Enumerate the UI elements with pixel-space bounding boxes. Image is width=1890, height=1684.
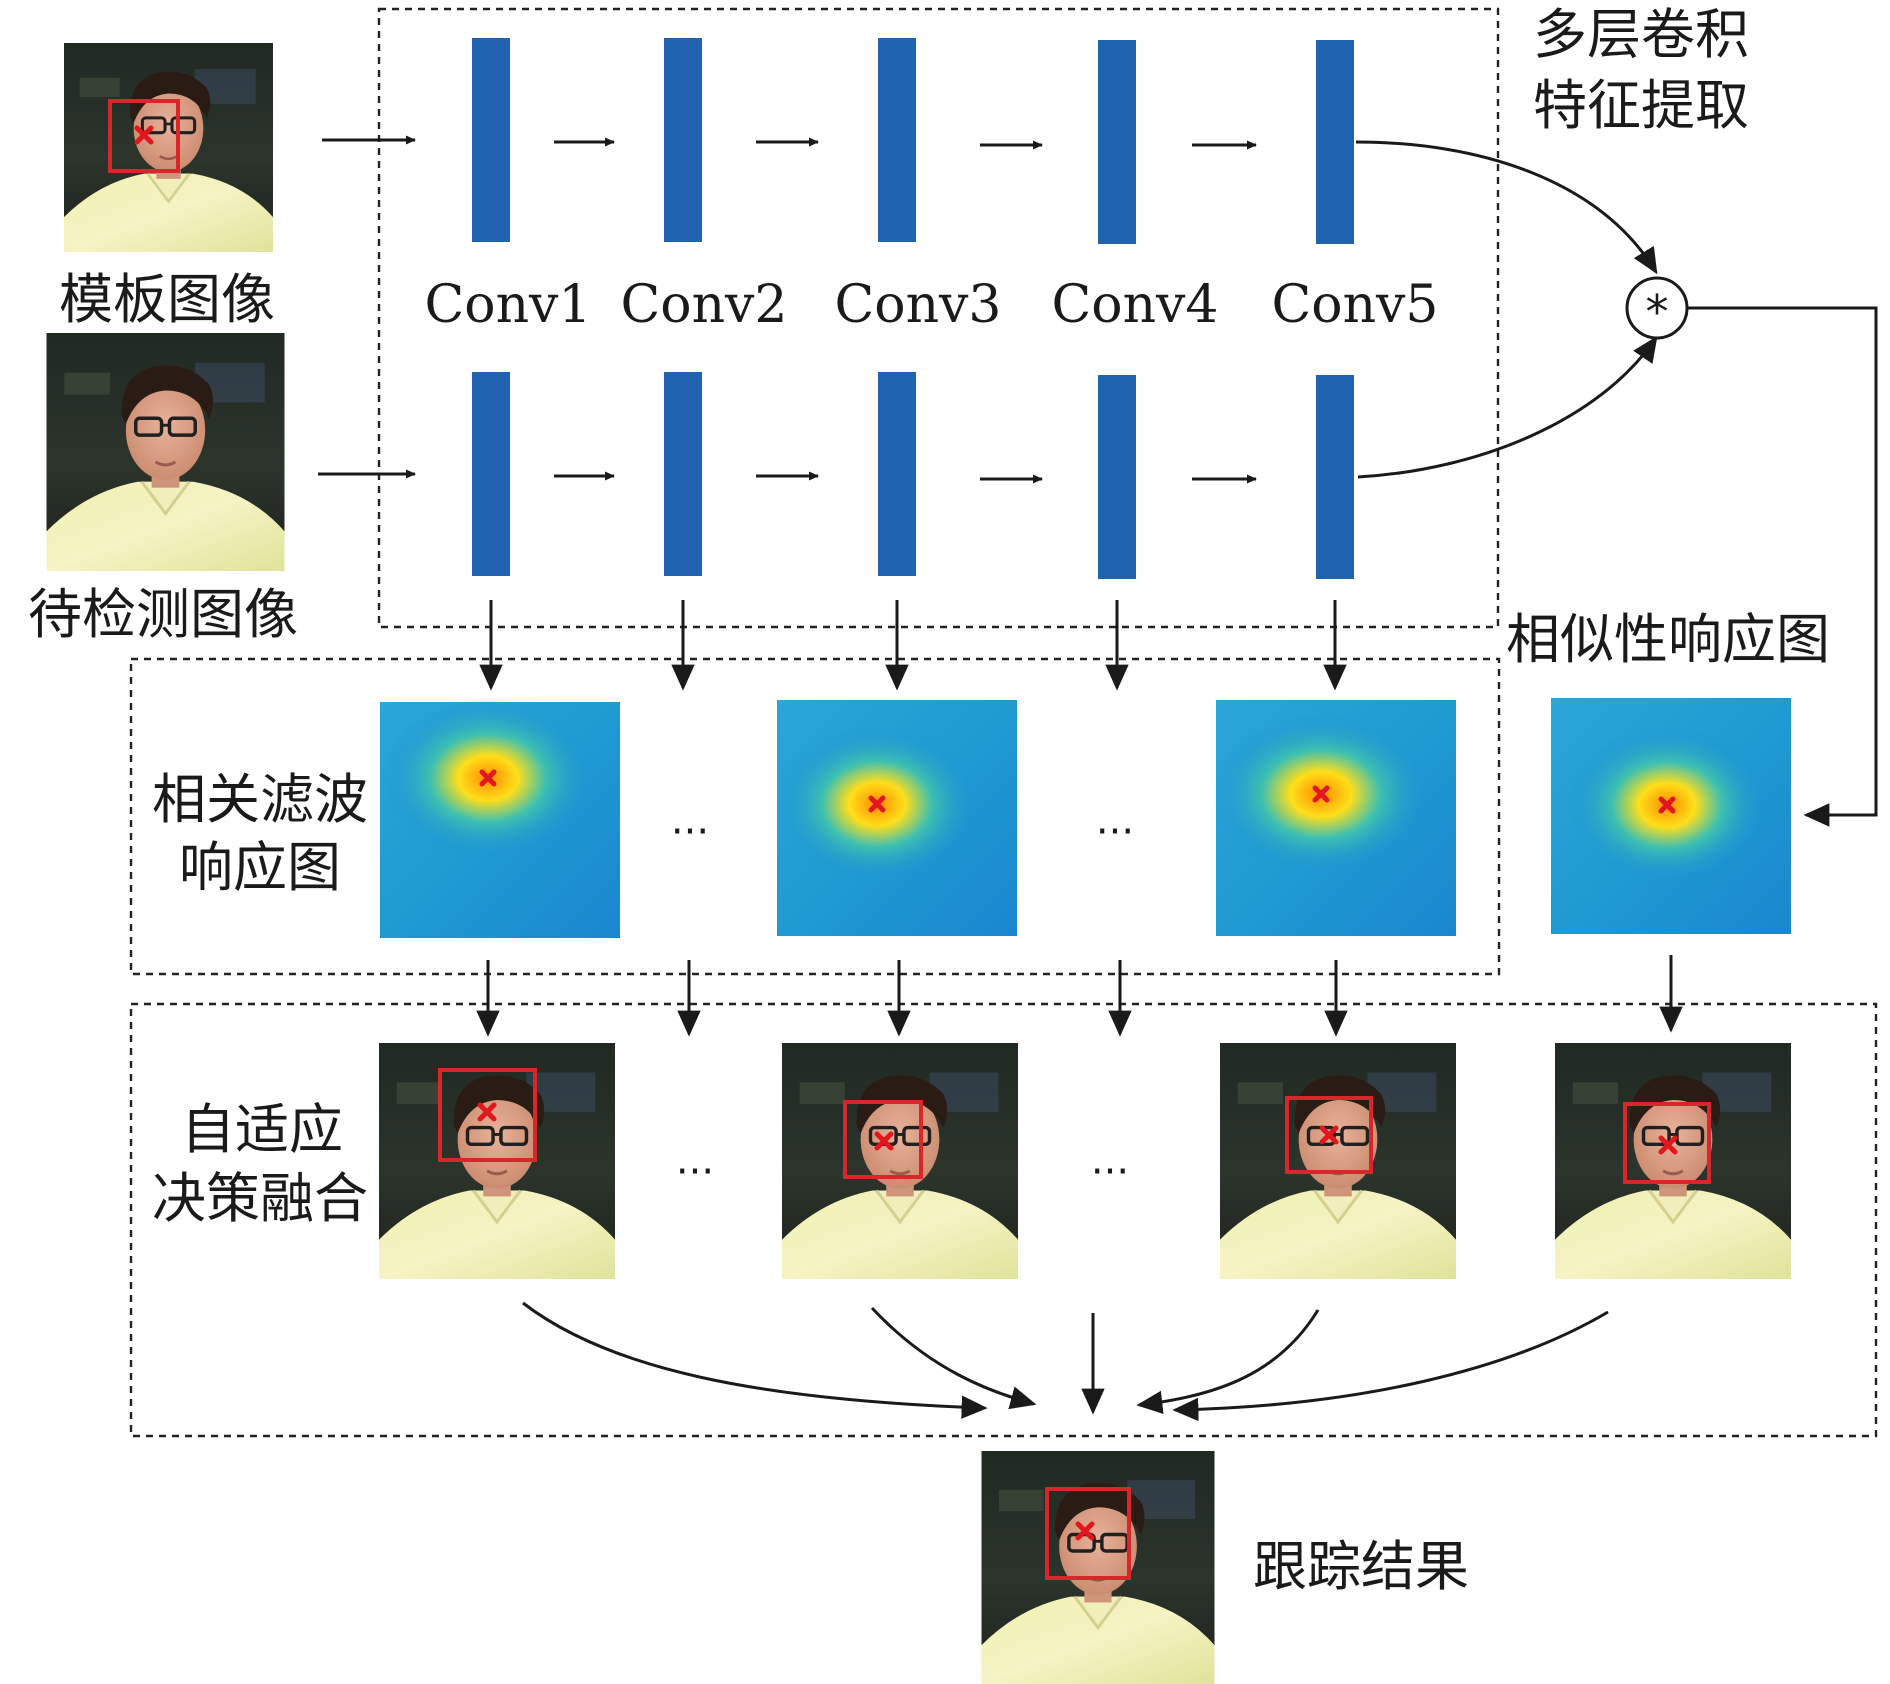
cf-peak-mark-1 (479, 769, 497, 787)
template-target-mark (134, 125, 154, 145)
conv1-label: Conv1 (424, 275, 591, 335)
result-bounding-box (1045, 1487, 1131, 1580)
fusion-label-line2: 决策融合 (152, 1167, 368, 1230)
conv4-bar-search (1098, 375, 1136, 579)
feature-extraction-label-line2: 特征提取 (1533, 74, 1749, 137)
conv1-bar-template (472, 38, 510, 242)
fusion-image-2 (780, 1043, 1020, 1279)
cf-response-map-3 (1213, 700, 1456, 936)
feature-extraction-label-line1: 多层卷积 (1533, 3, 1749, 66)
fusion-ellipsis-1: ··· (676, 1149, 714, 1195)
fusion-ellipsis-2: ··· (1091, 1149, 1129, 1195)
cf-response-label-line2: 响应图 (179, 836, 341, 899)
cf-peak-mark-2 (868, 795, 886, 813)
cf-response-label-line1: 相关滤波 (152, 768, 368, 831)
tracking-result-label: 跟踪结果 (1253, 1535, 1469, 1598)
fusion-bounding-box-4 (1623, 1102, 1711, 1184)
response-ellipsis-2: ··· (1096, 809, 1134, 855)
result-target-mark (1075, 1521, 1095, 1541)
cf-response-map-1 (380, 698, 620, 938)
correlation-to-similarity-arrow (1687, 306, 1878, 827)
conv5-bar-search (1316, 375, 1354, 579)
template-bounding-box (108, 99, 180, 173)
conv2-bar-search (664, 372, 702, 576)
fusion-target-mark-1 (477, 1102, 497, 1122)
conv3-label: Conv3 (834, 275, 1001, 335)
template-to-correlation-arrow (1355, 140, 1658, 275)
fusion-target-mark-3 (1319, 1125, 1339, 1145)
fusion-target-mark-2 (874, 1131, 894, 1151)
response-to-fusion-arrows (476, 955, 1683, 1037)
conv-to-response-arrows (479, 600, 1347, 691)
conv-chain-arrows-template (554, 137, 1257, 150)
conv2-bar-template (664, 38, 702, 242)
conv2-label: Conv2 (620, 275, 787, 335)
conv3-bar-search (878, 372, 916, 576)
similarity-map-label: 相似性响应图 (1506, 608, 1830, 671)
conv-chain-arrows-search (554, 471, 1257, 484)
fusion-target-mark-4 (1658, 1135, 1678, 1155)
fusion-image-4 (1553, 1043, 1793, 1279)
cf-peak-mark-3 (1312, 785, 1330, 803)
conv4-label: Conv4 (1051, 275, 1218, 335)
search-to-correlation-arrow (1357, 335, 1658, 479)
conv4-bar-template (1098, 40, 1136, 244)
similarity-peak-mark (1658, 796, 1676, 814)
correlation-operator-symbol: * (1646, 285, 1669, 339)
tracking-result-image (979, 1451, 1217, 1684)
decision-fusion-box (129, 1002, 1878, 1438)
template-image-label: 模板图像 (59, 268, 275, 331)
similarity-response-map (1551, 698, 1791, 934)
cf-response-box (129, 657, 1501, 976)
cf-response-map-2 (777, 700, 1017, 936)
fusion-bounding-box-3 (1285, 1096, 1373, 1174)
fusion-image-1 (377, 1043, 617, 1279)
search-image (46, 333, 285, 571)
search-image-label: 待检测图像 (28, 583, 298, 646)
template-image (63, 43, 274, 252)
fusion-bounding-box-2 (843, 1100, 923, 1179)
response-ellipsis-1: ··· (671, 809, 709, 855)
conv5-bar-template (1316, 40, 1354, 244)
fusion-label-line1: 自适应 (181, 1098, 343, 1161)
conv1-bar-search (472, 372, 510, 576)
conv3-bar-template (878, 38, 916, 242)
fusion-converging-arrows (522, 1301, 1609, 1422)
fusion-image-3 (1218, 1043, 1458, 1279)
fusion-bounding-box-1 (438, 1068, 537, 1162)
feature-extraction-box (377, 7, 1500, 629)
conv5-label: Conv5 (1271, 275, 1438, 335)
